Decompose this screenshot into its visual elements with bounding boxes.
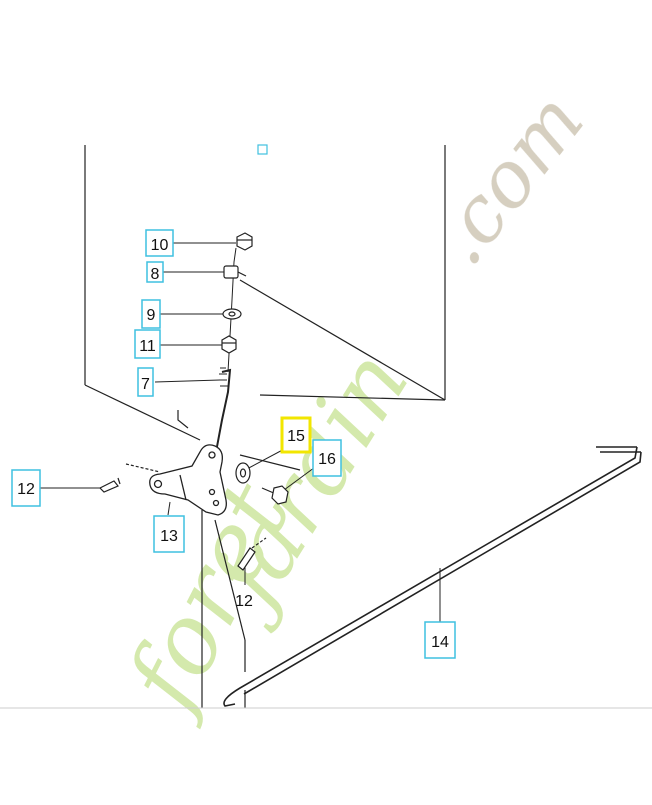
callout-10-label: 10	[151, 237, 169, 254]
callout-15-label: 15	[287, 428, 305, 445]
callout-12-bottom-label: 12	[235, 593, 253, 610]
callout-9[interactable]: 9	[141, 299, 161, 329]
callout-7[interactable]: 7	[137, 367, 154, 397]
mounting-panel	[84, 145, 446, 471]
callout-14-label: 14	[431, 634, 449, 651]
callout-12-left[interactable]: 12	[11, 469, 41, 507]
screw-12-left	[98, 463, 161, 493]
callout-12-left-label: 12	[17, 481, 35, 498]
callout-13-label: 13	[160, 528, 178, 545]
cable-7	[215, 247, 446, 453]
link-rod-14	[223, 446, 642, 707]
washer-9	[222, 308, 242, 320]
callout-9-label: 9	[147, 307, 156, 324]
callout-16[interactable]: 16	[312, 439, 342, 477]
bolt-8	[223, 265, 247, 279]
nut-11	[221, 335, 237, 354]
callout-7-label: 7	[141, 376, 150, 393]
watermark: foret jardin .com	[103, 77, 602, 731]
bolt-16	[261, 485, 289, 505]
callout-8-label: 8	[151, 266, 160, 283]
callout-15[interactable]: 15	[280, 416, 312, 454]
washer-15	[235, 462, 251, 484]
callout-10[interactable]: 10	[145, 229, 174, 257]
callout-14[interactable]: 14	[424, 621, 456, 659]
top-center-mark	[257, 144, 268, 155]
callout-8[interactable]: 8	[146, 261, 164, 283]
nut-10	[236, 232, 253, 251]
callout-13[interactable]: 13	[153, 515, 185, 553]
callout-11[interactable]: 11	[134, 329, 161, 359]
bracket-13	[149, 444, 227, 516]
callout-11-label: 11	[139, 338, 156, 355]
callout-16-label: 16	[318, 451, 336, 468]
lower-plate-outline	[201, 510, 246, 708]
screw-12-bottom	[237, 537, 267, 571]
watermark-dotcom: .com	[414, 77, 602, 282]
callout-12-bottom[interactable]: 12	[235, 593, 253, 610]
